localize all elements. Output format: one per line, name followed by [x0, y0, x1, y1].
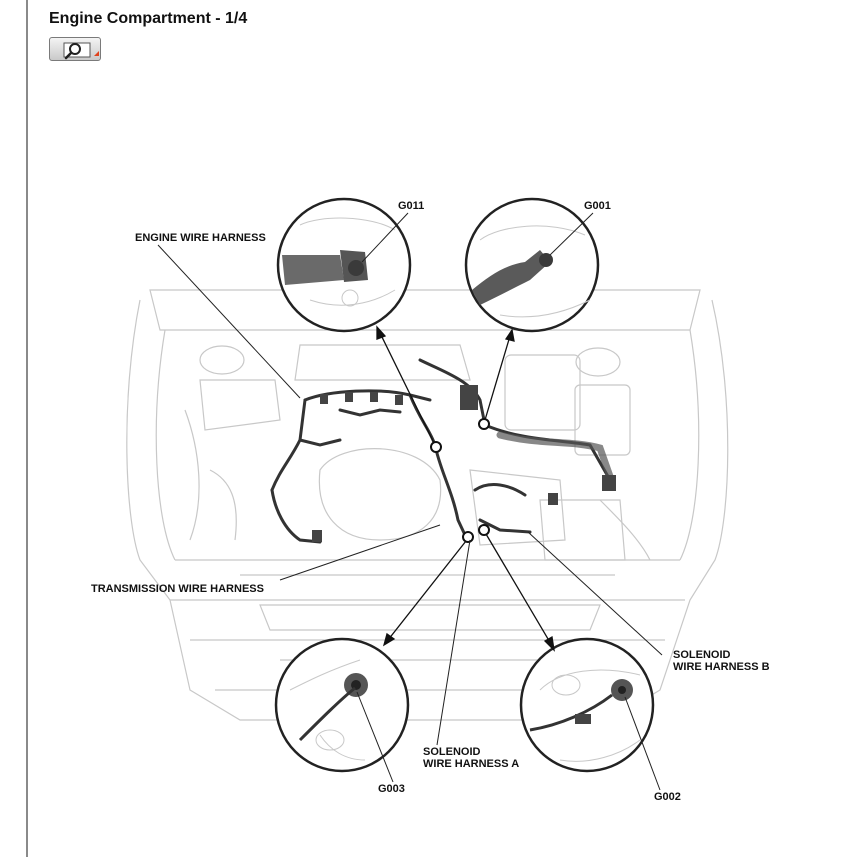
detail-circle-g003: [274, 637, 410, 773]
solenoid-a-line1: SOLENOID: [423, 746, 481, 758]
detail-circle-g002: [519, 637, 655, 773]
detail-circle-g011: [276, 197, 412, 333]
g001-label: G001: [584, 200, 611, 212]
wire-harness-fill: [496, 431, 616, 486]
detail-arrows: [376, 325, 555, 652]
solenoid-a-line2: WIRE HARNESS A: [423, 758, 520, 770]
page-title: Engine Compartment - 1/4: [49, 10, 248, 27]
left-border-rule: [26, 0, 28, 857]
engine-wire-harness-label: ENGINE WIRE HARNESS: [135, 232, 266, 244]
detail-circle-g001: [464, 197, 600, 333]
vehicle-body-outline: [126, 289, 729, 721]
zoom-button[interactable]: [49, 37, 101, 61]
solenoid-b-line2: WIRE HARNESS B: [673, 661, 770, 673]
leader-lines: [157, 212, 663, 791]
transmission-wire-harness-label: TRANSMISSION WIRE HARNESS: [91, 583, 264, 595]
magnifier-icon: [63, 42, 99, 60]
wire-harness-lines: [270, 358, 612, 544]
solenoid-wire-harness-a-label: SOLENOID WIRE HARNESS A: [423, 746, 519, 770]
harness-connectors: [312, 385, 616, 542]
g002-label: G002: [654, 791, 681, 803]
ground-point-markers: [430, 418, 490, 543]
g011-label: G011: [398, 200, 425, 212]
solenoid-wire-harness-b-label: SOLENOID WIRE HARNESS B: [673, 649, 770, 673]
g003-label: G003: [378, 783, 405, 795]
solenoid-b-line1: SOLENOID: [673, 649, 731, 661]
